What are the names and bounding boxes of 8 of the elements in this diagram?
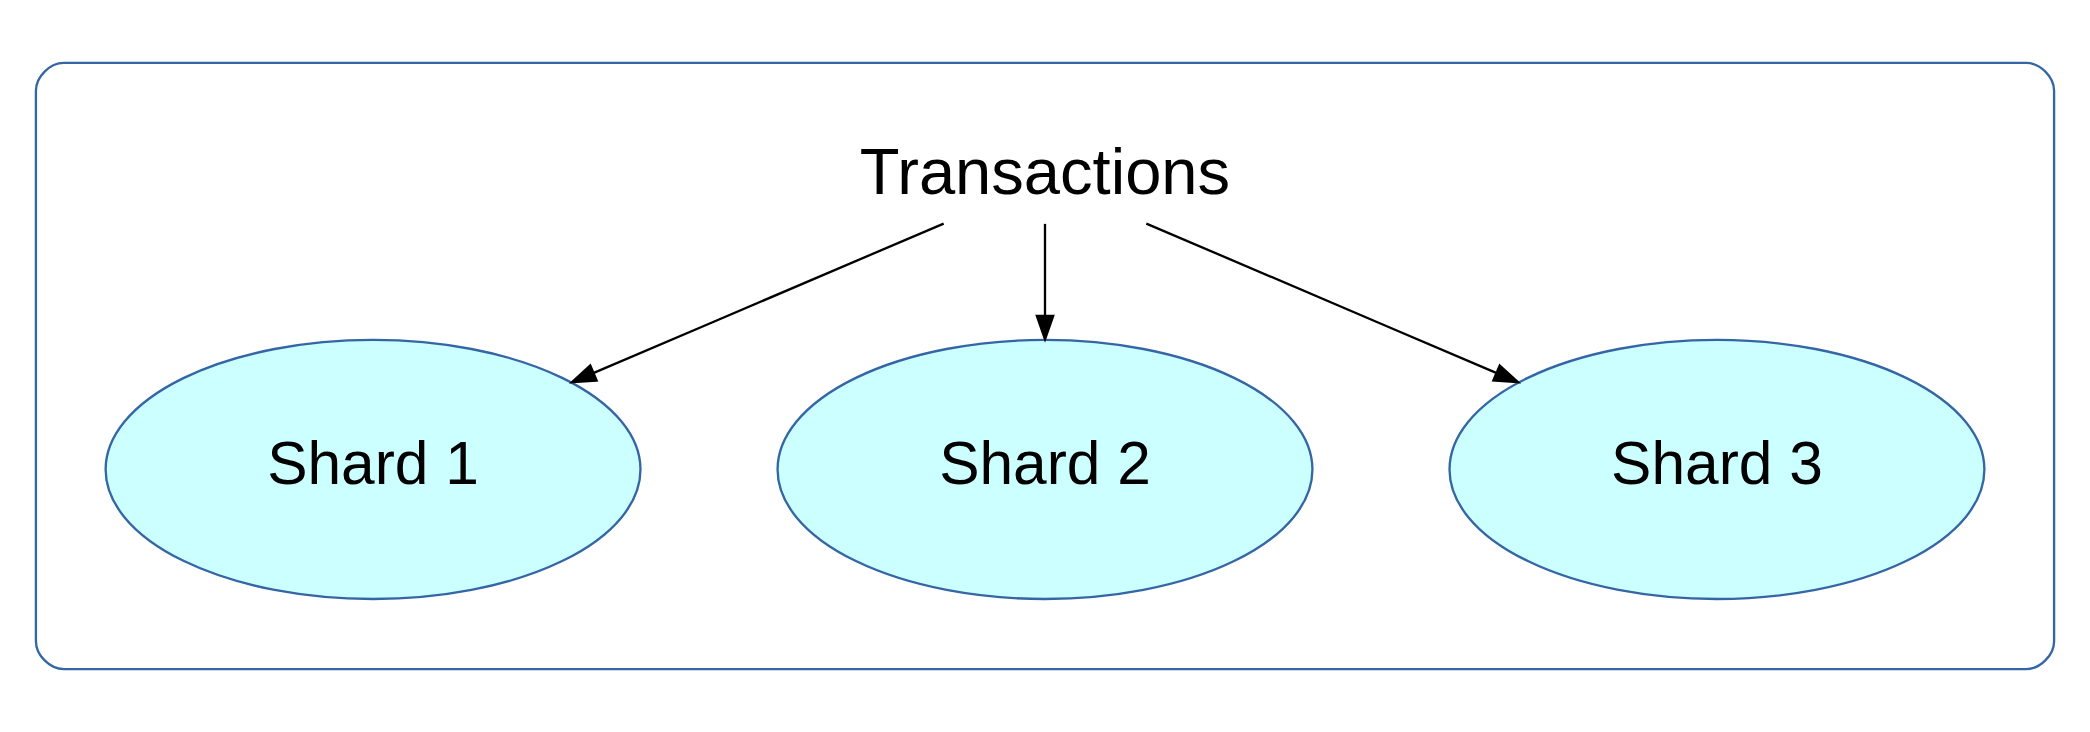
cluster bbox=[34, 61, 2056, 671]
node-text: Transactions bbox=[859, 135, 1231, 209]
node-ellipse: Shard 1 bbox=[104, 338, 642, 601]
arrow bbox=[1145, 222, 1522, 384]
arrow bbox=[1035, 223, 1055, 343]
node-ellipse: Shard 2 bbox=[776, 338, 1314, 601]
arrow bbox=[568, 222, 945, 384]
node-ellipse: Shard 3 bbox=[1448, 338, 1986, 601]
